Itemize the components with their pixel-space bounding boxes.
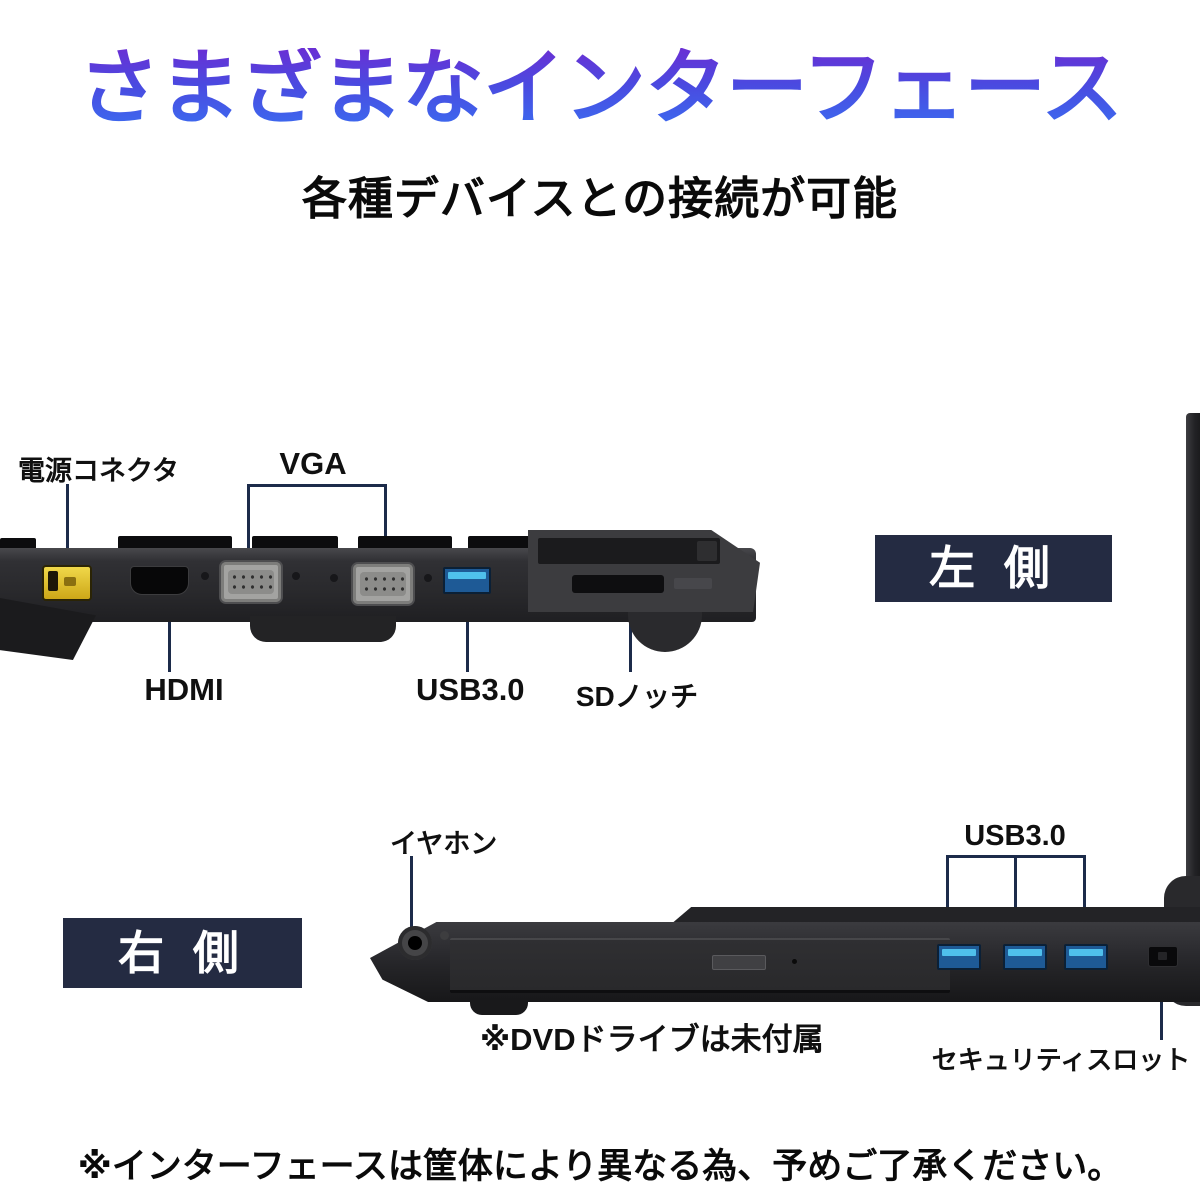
headphone-jack — [398, 926, 432, 960]
usb-bracket-line-1 — [946, 855, 949, 935]
usb-tongue — [1008, 949, 1042, 956]
usb-bracket-line-2 — [1014, 855, 1017, 935]
power-pin-notch — [48, 571, 58, 591]
dvd-drive-tray — [450, 938, 950, 993]
security-lock-slot — [1148, 946, 1178, 967]
hdmi-port — [130, 566, 189, 595]
sd-marking — [674, 578, 712, 589]
left-side-badge: 左 側 — [875, 535, 1112, 602]
vga-bracket-left-line — [247, 484, 250, 560]
usb-left-callout-line — [466, 586, 469, 672]
dvd-note: ※DVDドライブは未付属 — [480, 1022, 824, 1057]
right-side-badge: 右 側 — [63, 918, 302, 988]
laptop-top-strip — [252, 536, 338, 551]
power-callout-line — [66, 484, 69, 568]
usb3-port-1 — [937, 944, 981, 970]
usb-right-label: USB3.0 — [964, 820, 1066, 852]
usb-bracket-line-3 — [1083, 855, 1086, 935]
mic-dot — [440, 931, 449, 940]
screw-hole — [424, 574, 432, 582]
earphone-callout-line — [410, 856, 413, 938]
laptop-foot — [628, 612, 702, 652]
earphone-label: イヤホン — [390, 829, 498, 859]
vga-bracket-top-line — [247, 484, 387, 487]
laptop-top-strip — [118, 536, 232, 551]
hdmi-label: HDMI — [144, 672, 224, 707]
security-callout-line — [1160, 966, 1163, 1040]
usb-tongue — [448, 572, 486, 579]
hdmi-callout-line — [168, 586, 171, 672]
sd-callout-line — [629, 598, 632, 672]
usb3-port-2 — [1003, 944, 1047, 970]
security-slot-notch — [1158, 952, 1167, 960]
page-subtitle: 各種デバイスとの接続が可能 — [301, 173, 899, 224]
expresscard-eject-tab — [697, 541, 717, 561]
sd-card-slot — [572, 575, 664, 593]
footer-note: ※インターフェースは筐体により異なる為、予めご了承ください。 — [77, 1147, 1123, 1186]
laptop-top-strip — [468, 536, 546, 551]
laptop-foot — [250, 616, 396, 642]
serial-port — [219, 560, 283, 604]
expresscard-slot — [538, 538, 720, 564]
card-slot-section — [528, 530, 760, 612]
power-pin — [64, 577, 76, 586]
usb-left-label: USB3.0 — [416, 672, 525, 707]
vga-bracket-right-line — [384, 484, 387, 560]
headphone-jack-hole — [408, 936, 422, 950]
screw-hole — [330, 574, 338, 582]
security-slot-label: セキュリティスロット — [931, 1045, 1191, 1075]
page-title: さまざまなインターフェース — [0, 48, 1200, 130]
laptop-left-side-photo — [0, 528, 770, 660]
usb-tongue — [942, 949, 976, 956]
laptop-foot — [470, 1000, 528, 1015]
dvd-eject-button — [712, 955, 766, 970]
laptop-top-strip — [358, 536, 452, 551]
vga-port — [351, 562, 415, 606]
vga-label: VGA — [279, 446, 347, 481]
power-connector-port — [42, 565, 92, 601]
serial-port-pins — [228, 570, 274, 594]
dvd-indicator-dot — [792, 959, 797, 964]
usb3-port-left-view — [443, 567, 491, 594]
laptop-screen-edge — [1186, 413, 1200, 943]
screw-hole — [201, 572, 209, 580]
usb-tongue — [1069, 949, 1103, 956]
laptop-lid-edge — [670, 907, 1200, 925]
power-connector-label: 電源コネクタ — [18, 456, 179, 486]
usb3-port-3 — [1064, 944, 1108, 970]
screw-hole — [292, 572, 300, 580]
laptop-right-side-photo — [370, 900, 1200, 1018]
vga-port-holes — [360, 572, 406, 596]
sd-slot-label: SDノッチ — [575, 681, 699, 712]
